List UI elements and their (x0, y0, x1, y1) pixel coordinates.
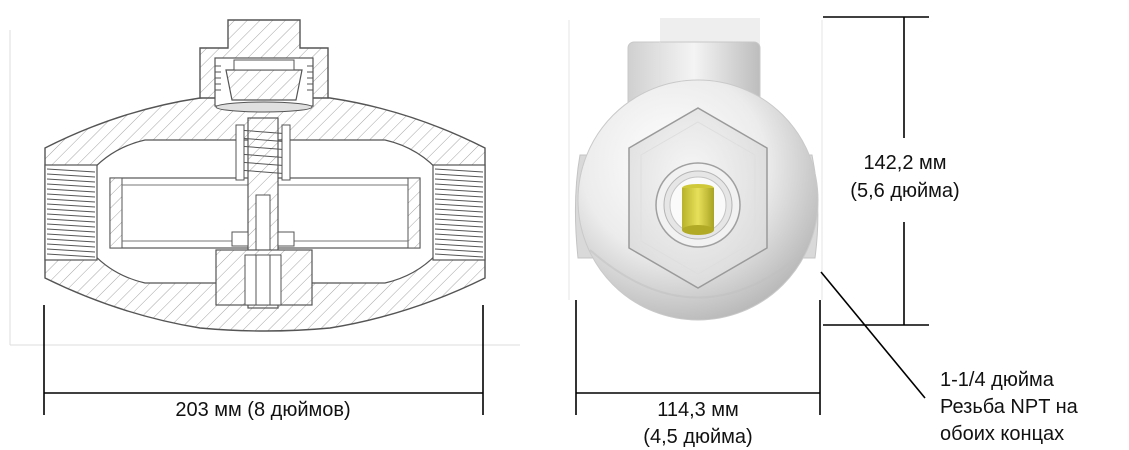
thread-ridge (46, 198, 96, 203)
thread-ridge (434, 173, 484, 178)
thread-ridge (46, 208, 96, 213)
thread-ridge (46, 203, 96, 208)
thread-ridge (46, 253, 96, 258)
thread-label-line1: 1-1/4 дюйма (940, 369, 1054, 391)
thread-ridge (434, 243, 484, 248)
cross-section-view (9, 19, 520, 346)
height-dimension-label-mm: 142,2 мм (863, 152, 947, 174)
length-dimension-label: 203 мм (8 дюймов) (175, 399, 351, 421)
dimension-lines (43, 16, 929, 415)
thread-ridge (434, 178, 484, 183)
thread-ridge (434, 218, 484, 223)
width-dimension-label-in: (4,5 дюйма) (643, 426, 753, 448)
thread-ridge (434, 253, 484, 258)
thread-ridge (434, 168, 484, 173)
sensor-paddle (682, 188, 714, 230)
width-dimension-label-mm: 114,3 мм (657, 399, 739, 421)
thread-ridge (46, 173, 96, 178)
thread-ridge (46, 218, 96, 223)
thread-ridge (46, 168, 96, 173)
thread-ridge (434, 233, 484, 238)
thread-ridge (46, 248, 96, 253)
thread-label-line3: обоих концах (940, 423, 1065, 445)
thread-ridge (434, 228, 484, 233)
thread-ridge (46, 228, 96, 233)
thread-ridge (46, 223, 96, 228)
thread-ridge (46, 238, 96, 243)
thread-ridge (46, 243, 96, 248)
thread-ridge (434, 203, 484, 208)
thread-ridge (434, 198, 484, 203)
thread-ridge (46, 233, 96, 238)
thread-ridge (434, 223, 484, 228)
thread-ridge (434, 248, 484, 253)
height-dimension-label-in: (5,6 дюйма) (850, 180, 960, 202)
thread-ridge (434, 188, 484, 193)
thread-ridge (46, 193, 96, 198)
front-view (568, 18, 823, 321)
thread-ridge (46, 213, 96, 218)
thread-ridge (434, 238, 484, 243)
thread-ridge (46, 188, 96, 193)
thread-label-line2: Резьба NPT на (940, 396, 1078, 418)
thread-ridge (46, 178, 96, 183)
thread-ridge (434, 208, 484, 213)
thread-ridge (46, 183, 96, 188)
thread-ridge (434, 213, 484, 218)
thread-ridge (434, 183, 484, 188)
thread-ridge (434, 193, 484, 198)
